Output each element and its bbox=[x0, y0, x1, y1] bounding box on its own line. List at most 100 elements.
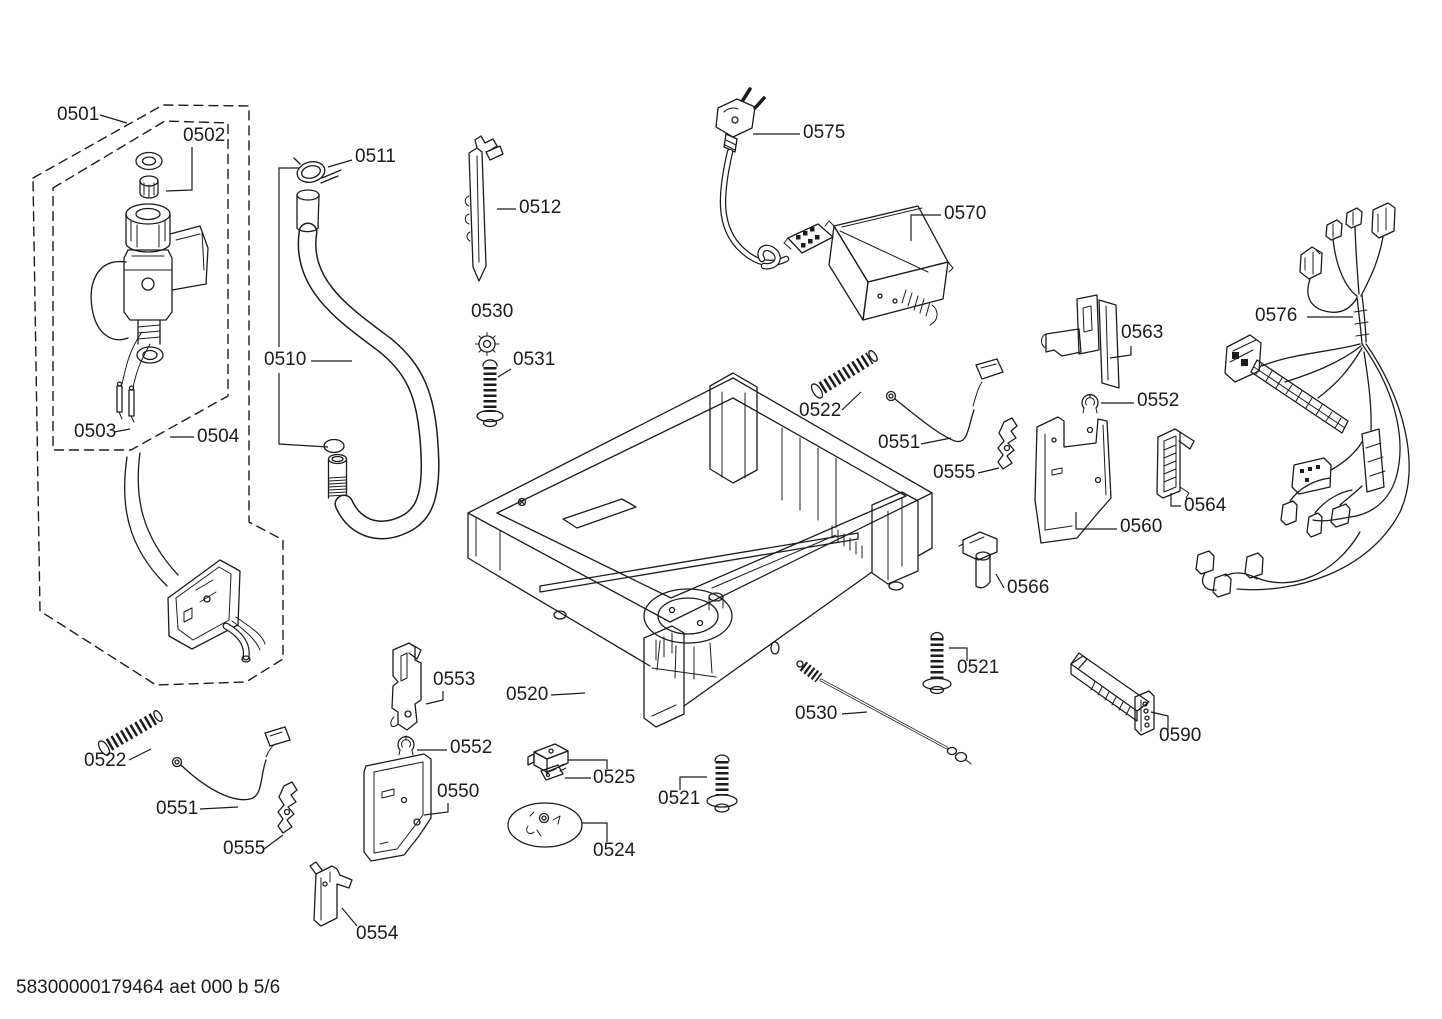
leader-line-0521 bbox=[679, 776, 707, 790]
leader-line-0520 bbox=[550, 692, 586, 696]
part-label-0553-23: 0553 bbox=[433, 669, 476, 690]
part-0512-bracket bbox=[464, 135, 504, 282]
part-0531-screw bbox=[476, 359, 504, 428]
part-label-0522-11: 0522 bbox=[799, 400, 842, 421]
leader-line-0551 bbox=[199, 806, 239, 810]
part-label-0576-19: 0576 bbox=[1255, 305, 1298, 326]
part-label-0521-32: 0521 bbox=[658, 788, 701, 809]
leader-line-0522 bbox=[128, 748, 152, 761]
part-label-0530-6: 0530 bbox=[471, 301, 514, 322]
leader-line-0566 bbox=[995, 573, 1005, 589]
part-label-0530-21: 0530 bbox=[795, 703, 838, 724]
part-0521-screw-right bbox=[922, 631, 952, 695]
part-label-0563-14: 0563 bbox=[1121, 322, 1164, 343]
leader-line-0553 bbox=[425, 691, 444, 705]
leader-line-0590 bbox=[1150, 711, 1169, 730]
leader-line-0503 bbox=[113, 428, 131, 433]
part-0560-bracket bbox=[1034, 416, 1112, 544]
leader-line-0510 bbox=[278, 167, 299, 347]
part-0525-switch bbox=[527, 743, 569, 781]
part-0550-bracket bbox=[363, 753, 432, 862]
leader-line-0510 bbox=[278, 373, 329, 448]
leader-line-0524 bbox=[582, 822, 608, 842]
part-label-0531-7: 0531 bbox=[513, 349, 556, 370]
part-label-0552-15: 0552 bbox=[1137, 390, 1180, 411]
part-label-0566-18: 0566 bbox=[1007, 577, 1050, 598]
part-label-0564-16: 0564 bbox=[1184, 495, 1227, 516]
part-label-0570-5: 0570 bbox=[944, 203, 987, 224]
part-0576-wiring-harness bbox=[1195, 202, 1410, 598]
leader-line-0522 bbox=[841, 391, 862, 411]
leader-line-0521 bbox=[949, 647, 968, 661]
part-label-0504-10: 0504 bbox=[197, 426, 240, 447]
part-0521-screw-bottom bbox=[706, 754, 738, 813]
part-0590-adjuster bbox=[1070, 652, 1155, 736]
part-0502-washer-and-nut bbox=[135, 151, 163, 199]
leader-line-0550 bbox=[423, 803, 449, 816]
leader-line-0502 bbox=[165, 147, 193, 192]
part-0501-faucet-adapter bbox=[123, 452, 266, 663]
part-label-0551-12: 0551 bbox=[878, 432, 921, 453]
leader-line-0554 bbox=[341, 907, 358, 927]
leader-line-0560 bbox=[1075, 512, 1117, 530]
part-0552-clip-left bbox=[397, 735, 415, 756]
part-0510-hose bbox=[296, 189, 440, 540]
part-0551-cable-right bbox=[885, 358, 1004, 443]
part-label-0511-2: 0511 bbox=[355, 146, 396, 167]
part-label-0575-4: 0575 bbox=[803, 122, 846, 143]
part-label-0551-28: 0551 bbox=[156, 798, 199, 819]
part-label-0555-30: 0555 bbox=[223, 838, 266, 859]
part-0511-hose-clamp bbox=[293, 157, 342, 184]
part-label-0520-24: 0520 bbox=[506, 684, 549, 705]
part-0522-spring-right bbox=[810, 350, 878, 399]
part-label-0554-33: 0554 bbox=[356, 923, 399, 944]
part-0530-rod bbox=[796, 660, 972, 765]
part-0563-bracket bbox=[1041, 294, 1120, 389]
part-0555-latch-right bbox=[997, 417, 1018, 470]
part-label-0501-0: 0501 bbox=[57, 104, 100, 125]
part-label-0552-25: 0552 bbox=[450, 737, 493, 758]
part-0575-power-cord bbox=[715, 87, 834, 270]
leader-line-0525 bbox=[568, 759, 608, 769]
document-number: 58300000179464 aet 000 b 5/6 bbox=[16, 977, 281, 998]
part-0570-control-module bbox=[824, 205, 954, 326]
part-0503-wires-and-pins bbox=[116, 331, 151, 423]
part-0530-star-nut bbox=[475, 332, 500, 356]
leader-line-0511 bbox=[327, 159, 353, 168]
part-label-0502-1: 0502 bbox=[183, 125, 226, 146]
part-label-0555-13: 0555 bbox=[933, 462, 976, 483]
part-label-0525-29: 0525 bbox=[593, 767, 636, 788]
part-0551-cable-left bbox=[171, 726, 291, 801]
leader-line-0530 bbox=[841, 711, 868, 715]
part-label-0503-9: 0503 bbox=[74, 421, 117, 442]
part-0553-bracket bbox=[390, 642, 422, 731]
leader-line-0570 bbox=[910, 214, 941, 241]
part-0501-dashed-outline bbox=[32, 104, 284, 686]
leader-line-0531 bbox=[497, 368, 512, 378]
part-label-0524-31: 0524 bbox=[593, 840, 636, 861]
leader-line-0501 bbox=[99, 114, 128, 124]
part-0554-bracket bbox=[309, 861, 353, 927]
part-label-0512-3: 0512 bbox=[519, 197, 562, 218]
part-0555-latch-left bbox=[277, 781, 298, 834]
part-0522-spring-left bbox=[97, 710, 163, 756]
part-0524-disc bbox=[507, 802, 583, 848]
part-0564-fuse-holder bbox=[1156, 428, 1195, 499]
part-0520-base-assembly bbox=[467, 372, 933, 728]
part-label-0510-8: 0510 bbox=[264, 349, 307, 370]
part-label-0550-27: 0550 bbox=[437, 781, 480, 802]
part-label-0560-17: 0560 bbox=[1120, 516, 1163, 537]
leader-line-0564 bbox=[1170, 493, 1181, 507]
leader-line-0551 bbox=[920, 437, 952, 445]
part-0566-support bbox=[958, 531, 998, 589]
part-label-0522-26: 0522 bbox=[84, 750, 127, 771]
leader-line-0555 bbox=[263, 834, 284, 850]
part-0552-clip-right bbox=[1081, 393, 1099, 414]
leader-line-0555 bbox=[977, 467, 1000, 474]
leader-line-0563 bbox=[1109, 346, 1132, 359]
part-label-0521-20: 0521 bbox=[957, 657, 1000, 678]
part-label-0590-22: 0590 bbox=[1159, 725, 1202, 746]
